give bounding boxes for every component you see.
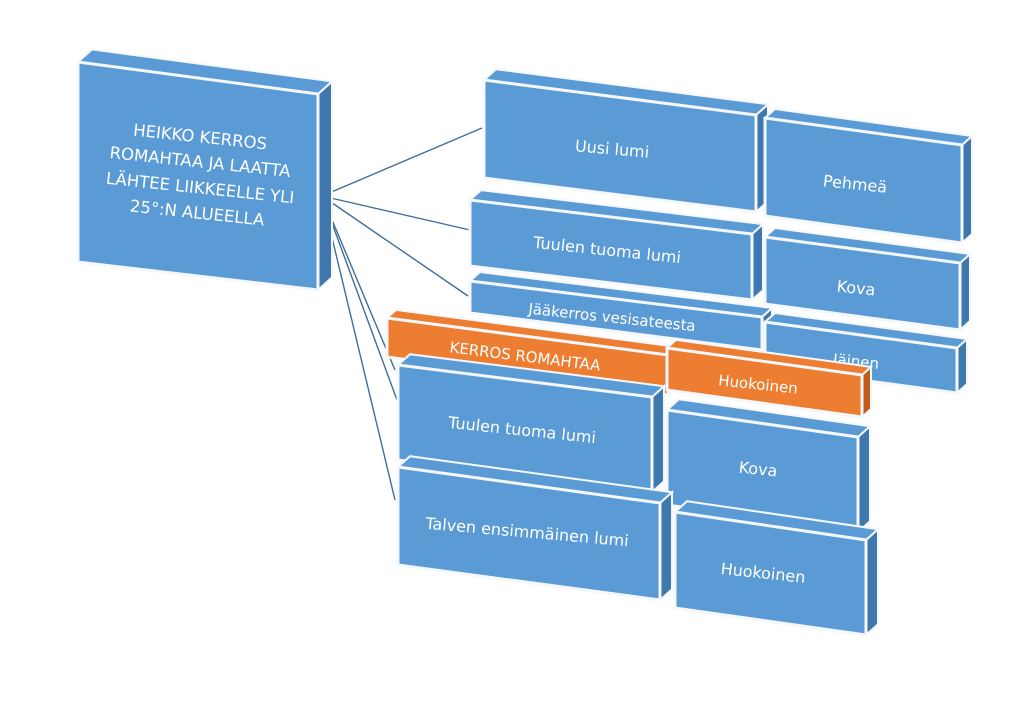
- property-box-1: Pehmeä: [762, 107, 975, 246]
- property-box-5: Kova: [664, 398, 873, 535]
- property-box-6-face: [673, 510, 868, 637]
- connector-line-2: [321, 195, 471, 231]
- layer-box-6-side: [659, 489, 673, 603]
- connector-lines: [321, 127, 483, 501]
- layer-box-6-face: [396, 465, 662, 602]
- property-box-2-face: [763, 235, 962, 332]
- layer-box-2-face: [468, 198, 754, 302]
- layer-box-3: Jääkerros vesisateesta: [467, 270, 775, 353]
- property-box-6-side: [865, 526, 879, 638]
- layer-box-4-face: [385, 316, 670, 397]
- layer-box-2: Tuulen tuoma lumi: [467, 189, 766, 303]
- property-label-5: Kova: [738, 458, 779, 481]
- layer-box-1: Uusi lumi: [481, 68, 771, 215]
- layer-box-4: KERROS ROMAHTAA: [384, 308, 680, 398]
- property-box-5-side: [857, 423, 871, 535]
- property-box-4-face: [665, 346, 864, 419]
- root-box-side: [317, 79, 333, 293]
- connector-line-3: [321, 195, 469, 297]
- layer-box-2-side: [751, 221, 764, 303]
- root-box-face: [76, 60, 320, 292]
- layer-box-6: Talven ensimmäinen lumi: [395, 455, 675, 603]
- property-box-2: Kova: [762, 226, 973, 333]
- property-box-6: Huokoinen: [672, 500, 881, 638]
- connector-line-6: [321, 195, 396, 501]
- layer-box-1-face: [482, 78, 758, 214]
- property-box-3: Jäinen: [762, 311, 970, 396]
- layer-box-3-face: [468, 279, 764, 352]
- property-box-1-face: [763, 116, 964, 245]
- property-label-2: Kova: [836, 277, 877, 300]
- property-box-4: Huokoinen: [664, 338, 874, 420]
- layer-box-5-side: [651, 383, 665, 495]
- connector-line-5: [321, 195, 398, 401]
- connector-line-4: [321, 195, 396, 371]
- connector-line-1: [321, 127, 483, 197]
